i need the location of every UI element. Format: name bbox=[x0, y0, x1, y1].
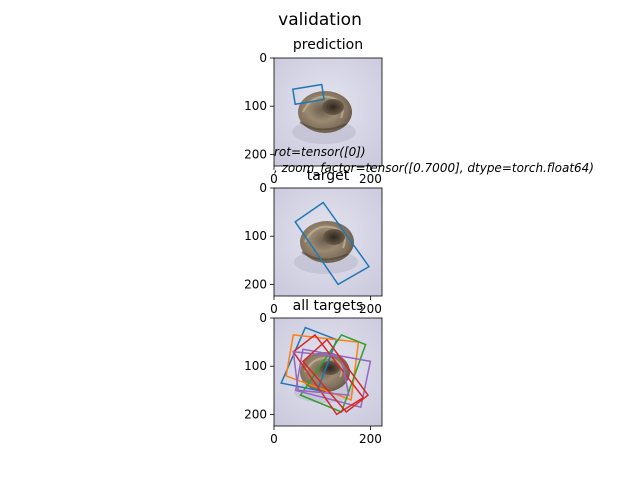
y-tick-label: 200 bbox=[244, 277, 267, 291]
x-tick-label: 0 bbox=[270, 432, 278, 446]
figure-suptitle: validation bbox=[278, 10, 362, 30]
bounding-box-purple bbox=[294, 348, 372, 409]
axes-frame bbox=[273, 57, 383, 167]
y-tick-label: 0 bbox=[259, 181, 267, 195]
y-tick-label: 100 bbox=[244, 229, 267, 243]
x-tick-label: 200 bbox=[359, 302, 382, 316]
annotation-rot: rot=tensor([0]) bbox=[274, 145, 366, 159]
x-tick-label: 0 bbox=[270, 302, 278, 316]
annotation-zoom-factor: , zoom_factor=tensor([0.7000], dtype=tor… bbox=[274, 161, 594, 175]
y-tick-label: 200 bbox=[244, 147, 267, 161]
snail-shell-photo bbox=[274, 188, 382, 296]
panel-title-all-targets: all targets bbox=[293, 298, 364, 314]
bounding-box-red bbox=[301, 338, 370, 414]
x-tick-label: 200 bbox=[359, 172, 382, 186]
bounding-box-blue bbox=[291, 83, 325, 106]
axes-frame bbox=[273, 317, 383, 427]
snail-shell-photo bbox=[274, 58, 382, 166]
bounding-box-purple bbox=[292, 350, 350, 396]
bounding-box-red bbox=[292, 333, 365, 416]
x-tick-label: 0 bbox=[270, 172, 278, 186]
panel-title-target: target bbox=[307, 168, 350, 184]
y-tick-label: 0 bbox=[259, 51, 267, 65]
panel-title-prediction: prediction bbox=[293, 37, 363, 53]
bounding-box-orange bbox=[285, 334, 360, 402]
x-tick-label: 200 bbox=[359, 432, 382, 446]
snail-shell-photo bbox=[274, 318, 382, 426]
y-tick-label: 100 bbox=[244, 99, 267, 113]
bounding-box-blue bbox=[294, 201, 371, 286]
y-tick-label: 200 bbox=[244, 407, 267, 421]
y-tick-label: 0 bbox=[259, 311, 267, 325]
y-tick-label: 100 bbox=[244, 359, 267, 373]
axes-frame bbox=[273, 187, 383, 297]
bounding-box-blue bbox=[280, 326, 338, 392]
